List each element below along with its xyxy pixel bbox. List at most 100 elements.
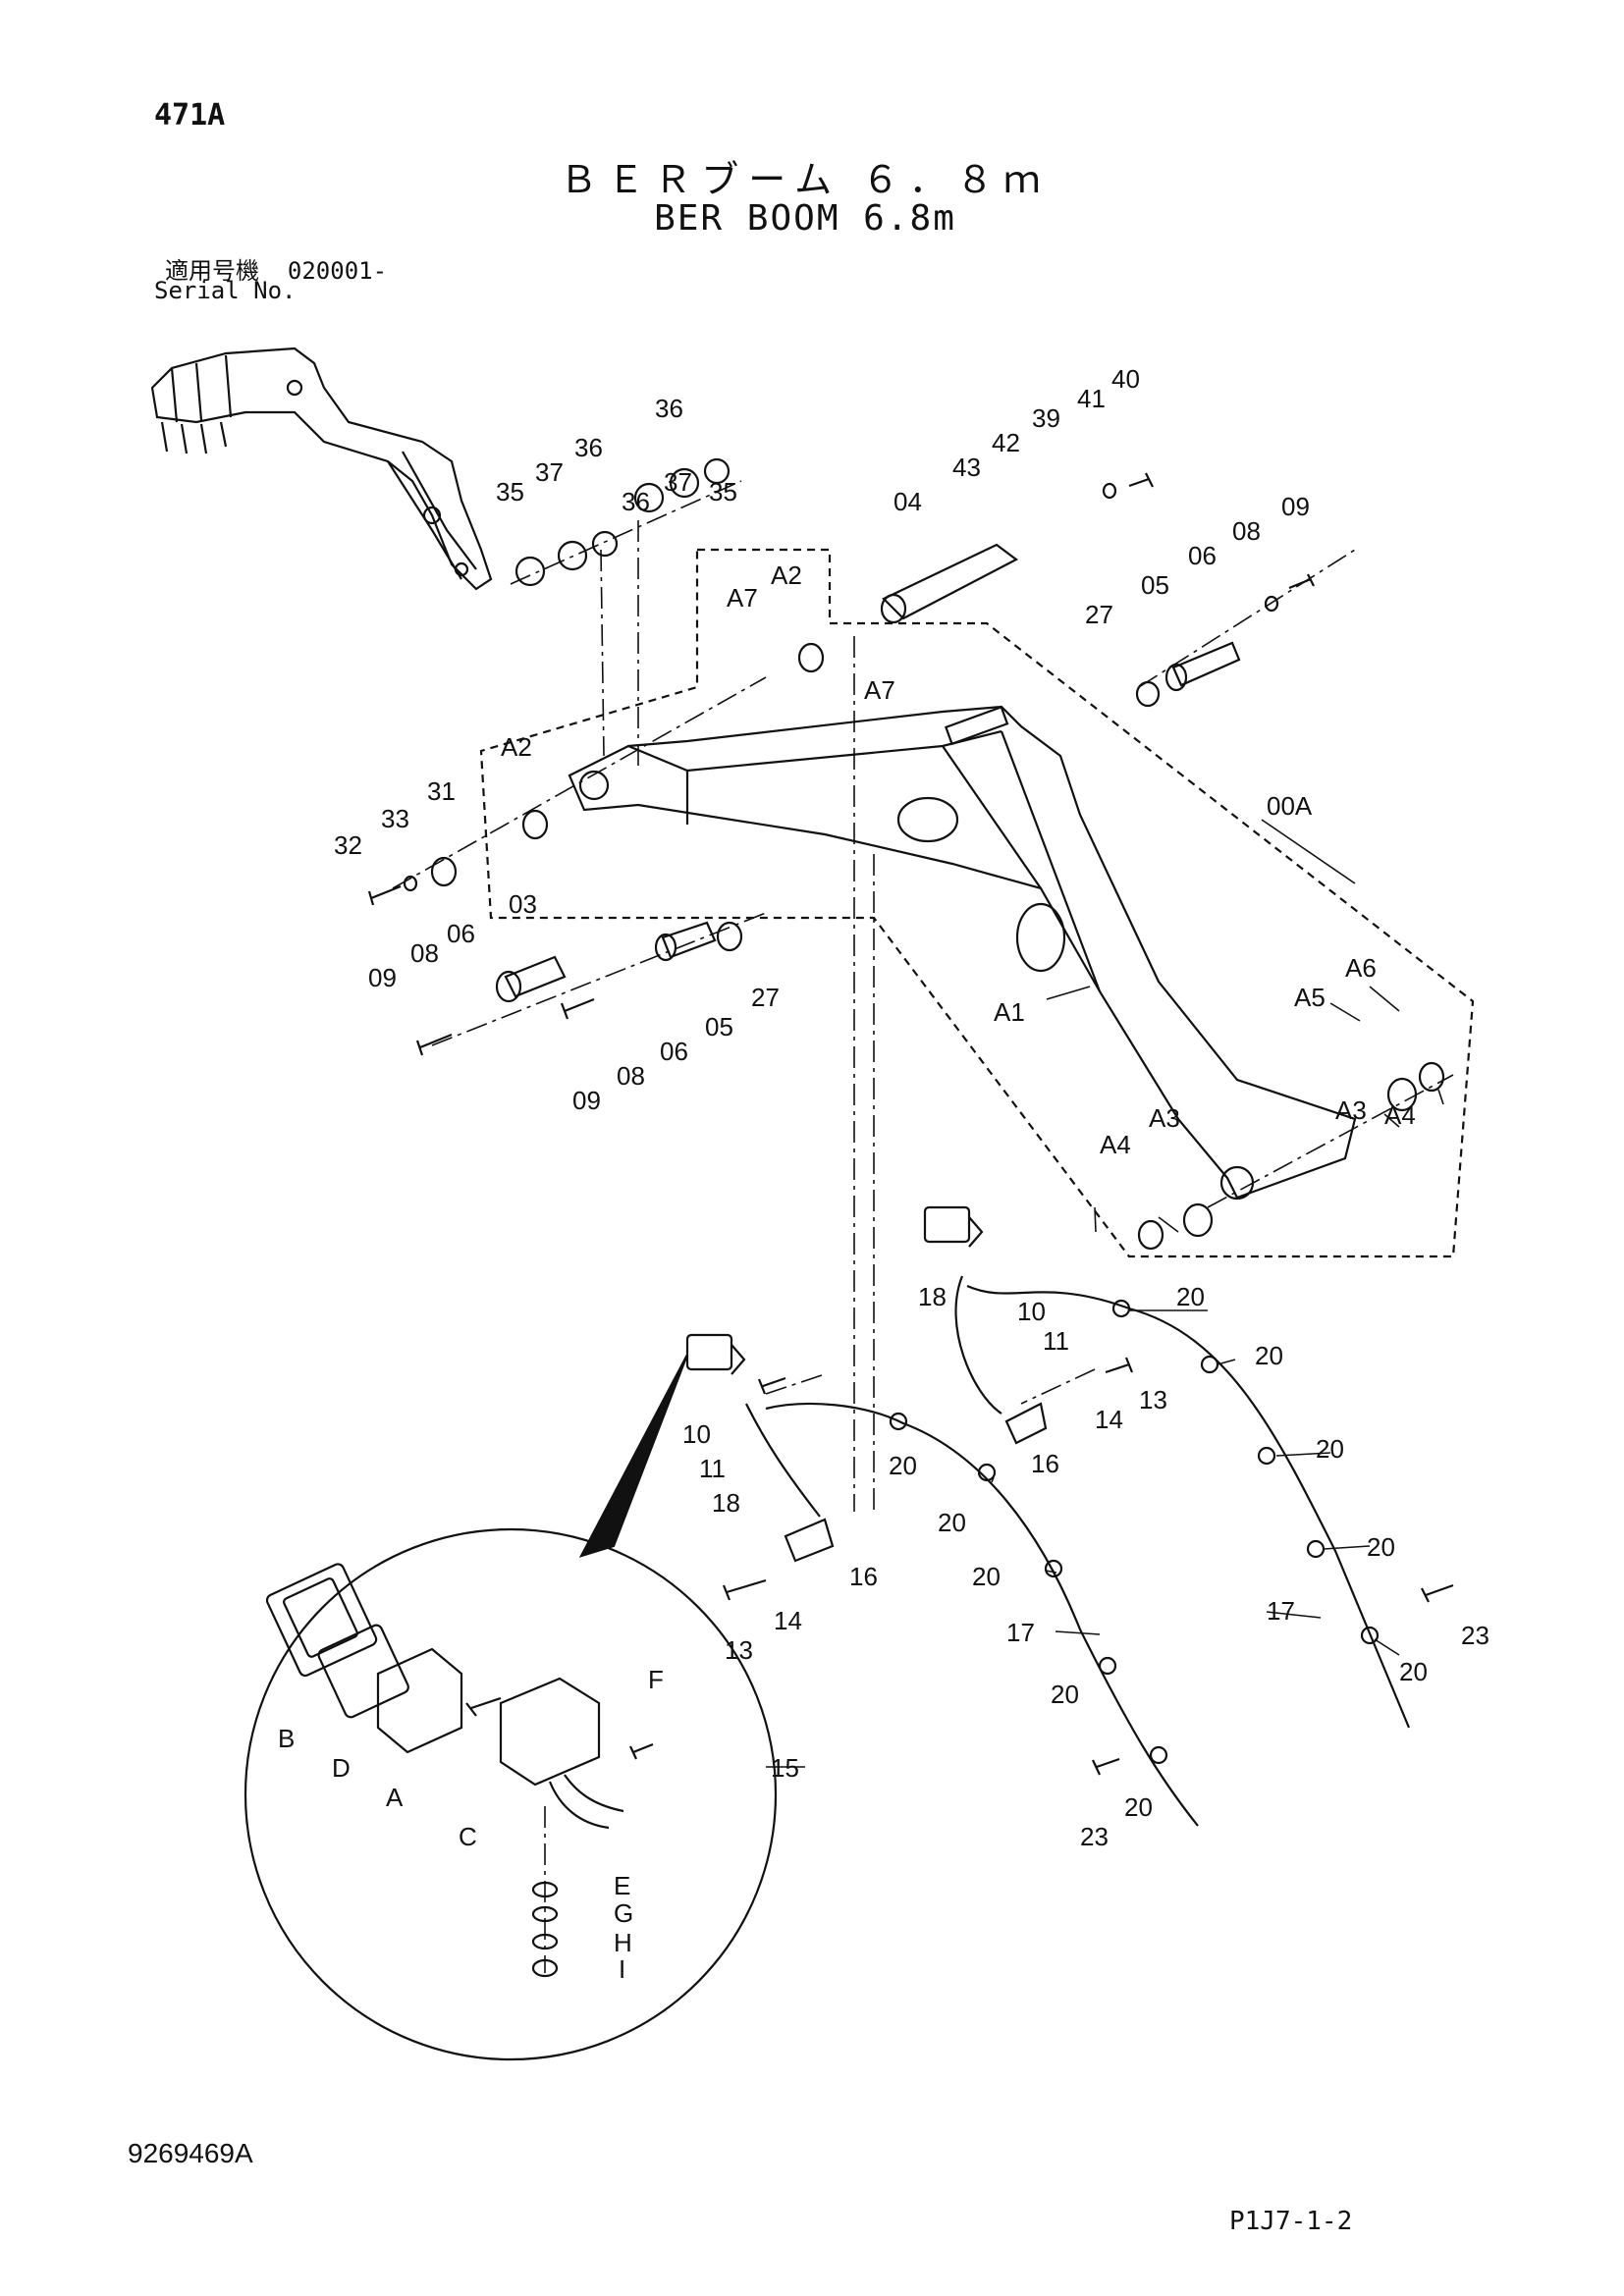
callout-16: 16	[849, 1562, 878, 1591]
callout-18: 18	[712, 1488, 740, 1518]
callout-39: 39	[1032, 403, 1060, 433]
callout-27: 27	[1085, 600, 1113, 629]
zoom-pointer	[578, 1354, 689, 1558]
callout-37: 37	[535, 457, 564, 487]
callout-40: 40	[1111, 364, 1140, 394]
callout-a: A	[386, 1783, 404, 1812]
work-lamp-upper-drawing	[923, 1205, 984, 1248]
callout-14: 14	[1095, 1405, 1123, 1434]
callout-20: 20	[1255, 1341, 1283, 1370]
callout-23: 23	[1461, 1621, 1489, 1650]
serial-label-japanese: 適用号機 020001-	[165, 251, 387, 286]
callout-17: 17	[1006, 1618, 1035, 1647]
callout-36: 36	[574, 433, 603, 462]
callout-labels: 35 37 36 35 37 36 36 40 41 39 42 43 04 0…	[278, 364, 1489, 1984]
pin-05-lower-drawing	[654, 921, 717, 962]
assembly-centerlines	[392, 480, 1454, 1973]
callout-a3: A3	[1149, 1103, 1180, 1133]
callout-20: 20	[1367, 1532, 1395, 1562]
harness-clamps-drawing	[889, 1299, 1380, 1765]
callout-i: I	[619, 1954, 625, 1984]
callout-35: 35	[709, 477, 737, 507]
callout-32: 32	[334, 830, 362, 860]
callout-11: 11	[699, 1454, 726, 1483]
callout-06: 06	[447, 919, 475, 948]
bolts-drawing	[367, 472, 1454, 1776]
callout-36: 36	[622, 487, 650, 516]
callout-c: C	[459, 1822, 477, 1851]
callout-42: 42	[992, 428, 1020, 457]
callout-a2: A2	[501, 732, 532, 762]
callout-27: 27	[751, 983, 780, 1012]
page-code: 471A	[154, 98, 226, 133]
callout-03: 03	[509, 889, 537, 919]
callout-09: 09	[1281, 492, 1310, 521]
work-lamp-lower-drawing	[685, 1333, 746, 1375]
callout-06: 06	[660, 1037, 688, 1066]
callout-06: 06	[1188, 541, 1217, 570]
callout-08: 08	[410, 938, 439, 968]
callout-leaders	[766, 819, 1444, 1768]
callout-37: 37	[664, 467, 692, 497]
callout-20: 20	[1051, 1680, 1079, 1709]
pin-05-drawing	[1164, 641, 1241, 692]
boom-body-drawing	[568, 705, 1357, 1201]
callout-43: 43	[952, 453, 981, 482]
callout-f: F	[648, 1665, 664, 1694]
callout-a7: A7	[727, 583, 758, 613]
lamp-exploded-drawing	[265, 1563, 654, 1978]
callout-15: 15	[771, 1753, 799, 1783]
callout-36: 36	[655, 394, 683, 423]
pin-04-drawing	[880, 543, 1019, 624]
assembly-boundary	[479, 548, 1475, 1258]
washers-drawing	[403, 457, 1445, 1251]
callout-04: 04	[893, 487, 922, 516]
callout-a7: A7	[864, 675, 895, 705]
callout-05: 05	[705, 1012, 733, 1041]
callout-20: 20	[1124, 1792, 1153, 1822]
callout-16: 16	[1031, 1449, 1059, 1478]
callout-41: 41	[1077, 384, 1106, 413]
callout-a1: A1	[994, 997, 1025, 1027]
callout-08: 08	[617, 1061, 645, 1091]
callout-11: 11	[1043, 1326, 1069, 1356]
callout-09: 09	[572, 1086, 601, 1115]
title-english: BER BOOM 6.8m	[654, 198, 956, 239]
callout-b: B	[278, 1724, 295, 1753]
title-japanese: ＢＥＲブーム ６．８ｍ	[560, 160, 1051, 201]
callout-05: 05	[1141, 570, 1169, 600]
callout-17: 17	[1267, 1596, 1295, 1626]
callout-20: 20	[1176, 1282, 1205, 1311]
pin-03-drawing	[495, 955, 567, 1003]
callout-a4: A4	[1384, 1100, 1416, 1130]
callout-g: G	[614, 1898, 633, 1928]
callout-35: 35	[496, 477, 524, 507]
callout-08: 08	[1232, 516, 1261, 546]
callout-a6: A6	[1345, 953, 1377, 983]
lamp-detail-circle	[244, 1527, 778, 2061]
callout-23: 23	[1080, 1822, 1109, 1851]
callout-10: 10	[1017, 1297, 1046, 1326]
callout-20: 20	[889, 1451, 917, 1480]
callout-a2: A2	[771, 561, 802, 590]
callout-h: H	[614, 1928, 632, 1957]
page-reference: P1J7-1-2	[1229, 2207, 1353, 2236]
serial-label-english: Serial No.	[154, 277, 297, 304]
callout-13: 13	[1139, 1385, 1167, 1415]
callout-20: 20	[972, 1562, 1001, 1591]
callout-31: 31	[427, 776, 456, 806]
callout-33: 33	[381, 804, 409, 833]
callout-13: 13	[725, 1635, 753, 1665]
brackets-drawing	[784, 1402, 1048, 1563]
callout-00a: 00A	[1267, 791, 1313, 821]
callout-a5: A5	[1294, 983, 1326, 1012]
machine-thumbnail-drawing	[150, 347, 493, 591]
callout-d: D	[332, 1753, 351, 1783]
callout-e: E	[614, 1871, 630, 1900]
callout-20: 20	[1316, 1434, 1344, 1464]
callout-20: 20	[938, 1508, 966, 1537]
callout-a4: A4	[1100, 1130, 1131, 1159]
document-number: 9269469A	[128, 2138, 253, 2168]
serial-label-jp-text: 適用号機	[165, 257, 259, 285]
